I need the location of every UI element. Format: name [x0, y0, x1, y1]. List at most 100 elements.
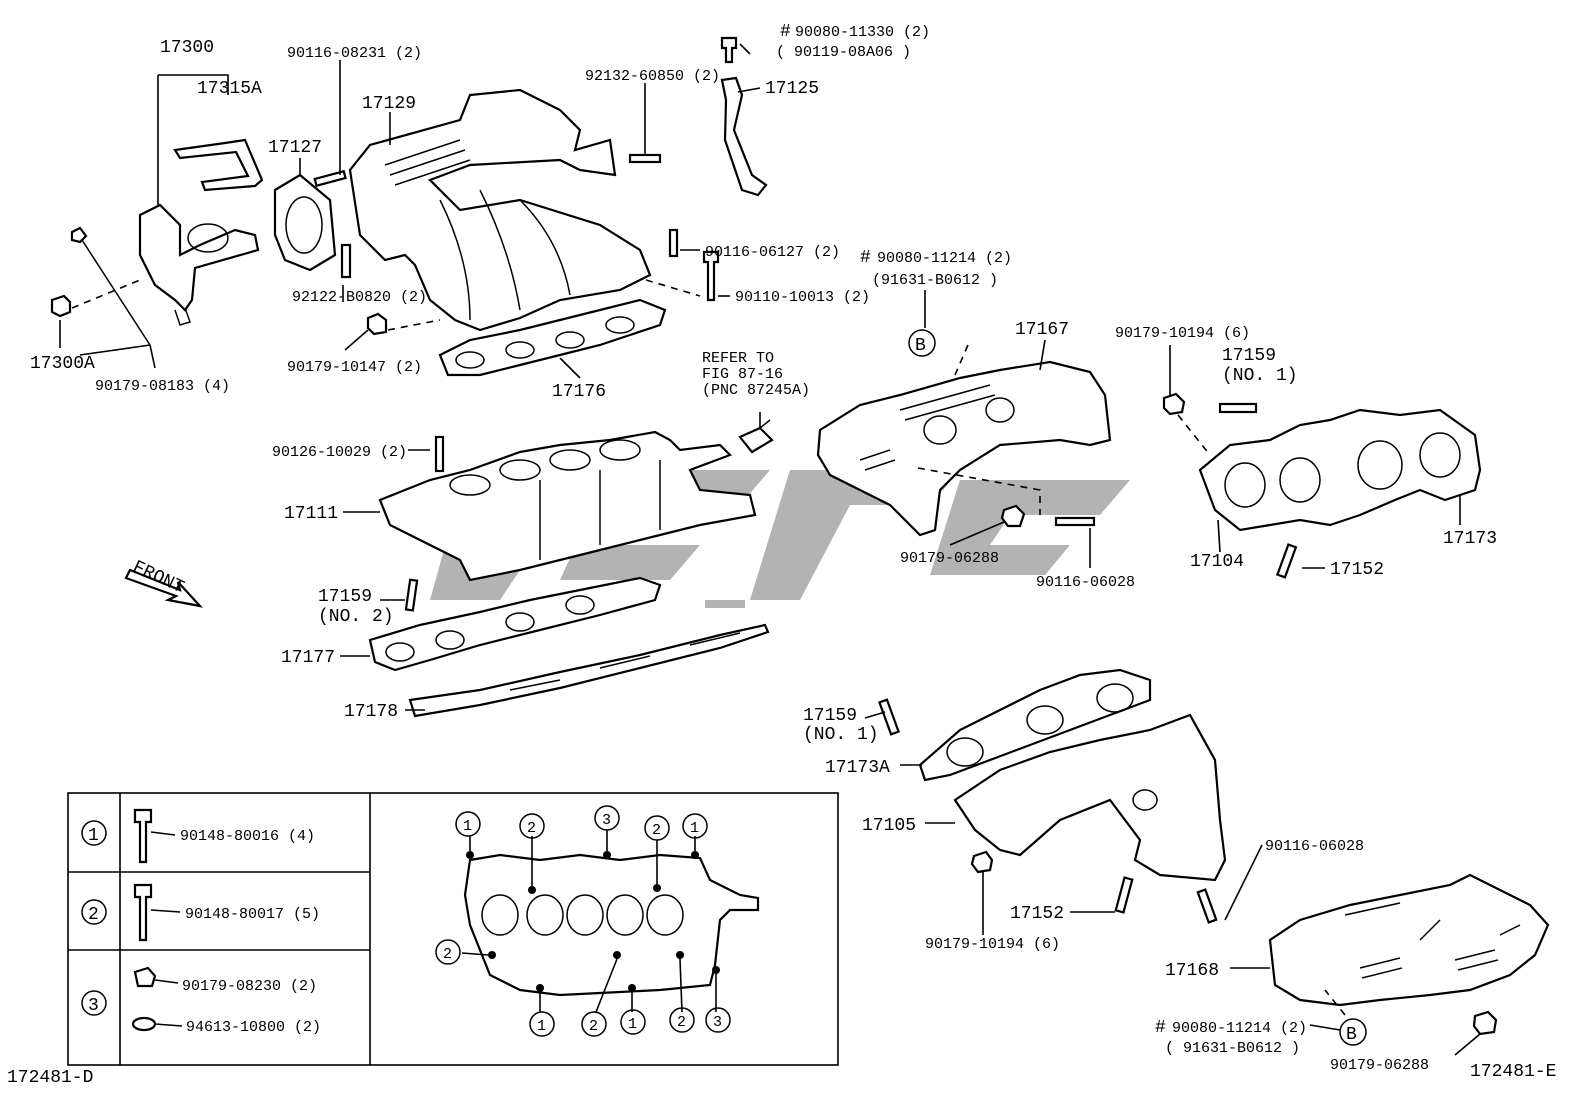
- exhaust-manifold-17104: [1198, 408, 1482, 532]
- callout-91631-B0612-bot: ( 91631-B0612 ): [1165, 1040, 1300, 1057]
- reference-circle-b-top: [908, 329, 936, 357]
- legend-key-circle-2: [81, 899, 107, 925]
- legend-key-circle-1: [81, 820, 107, 846]
- legend-key-1: 1: [88, 826, 99, 846]
- seq-bot-1: 1: [537, 1018, 546, 1035]
- callout-92132-60850: 92132-60850 (2): [585, 68, 720, 85]
- seq-top-4: 2: [652, 822, 661, 839]
- intake-surge-tank: [273, 88, 720, 377]
- callout-90126-10029: 90126-10029 (2): [272, 444, 407, 461]
- reference-note-line3: (PNC 87245A): [702, 382, 810, 399]
- washer-icon-3: [131, 1016, 157, 1032]
- heat-insulator-lower: [1268, 873, 1550, 1036]
- legend-part-90148-80016: 90148-80016 (4): [180, 828, 315, 845]
- callout-17159-no1-top: 17159: [1222, 346, 1276, 366]
- callout-90080-11214-top: 90080-11214 (2): [877, 250, 1012, 267]
- bolt-icon-2: [133, 883, 153, 942]
- seq-top-2: 2: [527, 820, 536, 837]
- callout-90116-06028-bot: 90116-06028: [1265, 838, 1364, 855]
- reference-note-line1: REFER TO: [702, 350, 774, 367]
- exhaust-manifold-17105: [953, 713, 1227, 882]
- surge-tank-17129: [348, 88, 652, 332]
- callout-90116-06028-mid: 90116-06028: [1036, 574, 1135, 591]
- callout-17129: 17129: [362, 94, 416, 114]
- callout-17159-no2: 17159: [318, 587, 372, 607]
- callout-17159-no1-bot: 17159: [803, 706, 857, 726]
- callout-17104: 17104: [1190, 552, 1244, 572]
- gasket-17173A: [918, 668, 1152, 782]
- throttle-body-bolt: [70, 226, 88, 244]
- stud-90116-06028-bot: [1196, 888, 1218, 924]
- bolt-pattern-manifold: [463, 853, 760, 997]
- nut-90179-06288-bot: [1472, 1010, 1498, 1036]
- stud-17159-no1-top: [1218, 402, 1258, 414]
- callout-90119-08A06: ( 90119-08A06 ): [776, 44, 911, 61]
- callout-17173: 17173: [1443, 529, 1497, 549]
- nut-icon-3: [133, 966, 157, 988]
- callout-90179-10147: 90179-10147 (2): [287, 359, 422, 376]
- seq-top-1: 1: [463, 818, 472, 835]
- seq-bot-5: 3: [713, 1014, 722, 1031]
- manifold-stay-17125: [720, 36, 768, 197]
- stud-90126-10029: [434, 435, 445, 473]
- lower-intake-17111: [378, 430, 757, 582]
- legend-key-3: 3: [88, 996, 99, 1016]
- reference-circle-b-bot: [1339, 1018, 1367, 1046]
- callout-17159-no2-sub: (NO. 2): [318, 607, 394, 627]
- surge-tank-gasket-17127: [273, 173, 337, 272]
- heat-insulator-17167: [816, 360, 1112, 537]
- manifold-stud: [313, 169, 347, 188]
- callout-17105: 17105: [862, 816, 916, 836]
- bolt-90080-11330: [720, 36, 738, 64]
- seq-top-3: 3: [602, 812, 611, 829]
- callout-17178: 17178: [344, 702, 398, 722]
- callout-90179-10194-top: 90179-10194 (6): [1115, 325, 1250, 342]
- legend-key-2: 2: [88, 905, 99, 925]
- callout-17111: 17111: [284, 504, 338, 524]
- callout-17159-no1-top-sub: (NO. 1): [1222, 366, 1298, 386]
- seq-left: 2: [443, 946, 452, 963]
- stud-17159-no2: [404, 578, 419, 612]
- lower-intake-manifold: [368, 419, 774, 718]
- legend-key-circle-3: [81, 990, 107, 1016]
- callout-90179-08183: 90179-08183 (4): [95, 378, 230, 395]
- hash-mark: #: [860, 248, 871, 268]
- figure-id-right: 172481-E: [1470, 1062, 1556, 1082]
- callout-labels: 17300 17315A 17300A 90179-08183 (4) 1712…: [7, 22, 1556, 1088]
- callout-90116-06127: 90116-06127 (2): [705, 244, 840, 261]
- gasket-17178: [408, 623, 770, 718]
- hash-mark: #: [1155, 1018, 1166, 1038]
- callout-17167: 17167: [1015, 320, 1069, 340]
- callout-90080-11330: 90080-11330 (2): [795, 24, 930, 41]
- throttle-plug-17300A: [50, 294, 72, 318]
- callout-17125: 17125: [765, 79, 819, 99]
- nut-90179-10194-bot: [970, 850, 994, 874]
- callout-91631-B0612-top: (91631-B0612 ): [872, 272, 998, 289]
- callout-92122-B0820: 92122-B0820 (2): [292, 289, 427, 306]
- bolt-icon-1: [133, 808, 153, 864]
- intake-gasket-17176: [438, 298, 667, 377]
- reference-note-line2: FIG 87-16: [702, 366, 783, 383]
- stud-17159-no1-bot: [878, 698, 900, 736]
- hose-refer: [738, 426, 774, 454]
- throttle-body: [138, 203, 260, 312]
- ref-b-bot: B: [1346, 1025, 1357, 1045]
- callout-90080-11214-bot: 90080-11214 (2): [1172, 1020, 1307, 1037]
- surge-tank-stud: [628, 153, 662, 164]
- stud-17152-top: [1276, 543, 1298, 579]
- callout-17300: 17300: [160, 38, 214, 58]
- callout-17127: 17127: [268, 138, 322, 158]
- legend-part-94613-10800: 94613-10800 (2): [186, 1019, 321, 1036]
- callout-17152-bot: 17152: [1010, 904, 1064, 924]
- nut-90179-10194-top: [1162, 392, 1186, 416]
- stud-90116-06127: [668, 228, 679, 258]
- exhaust-manifold-upper: [1162, 392, 1482, 579]
- callout-90110-10013: 90110-10013 (2): [735, 289, 870, 306]
- callout-17173A: 17173A: [825, 758, 890, 778]
- nut-90179-06288-mid: [1000, 504, 1026, 528]
- hash-mark: #: [780, 22, 791, 42]
- exhaust-manifold-lower: [878, 668, 1227, 924]
- stud-90116-06028-mid: [1054, 516, 1096, 527]
